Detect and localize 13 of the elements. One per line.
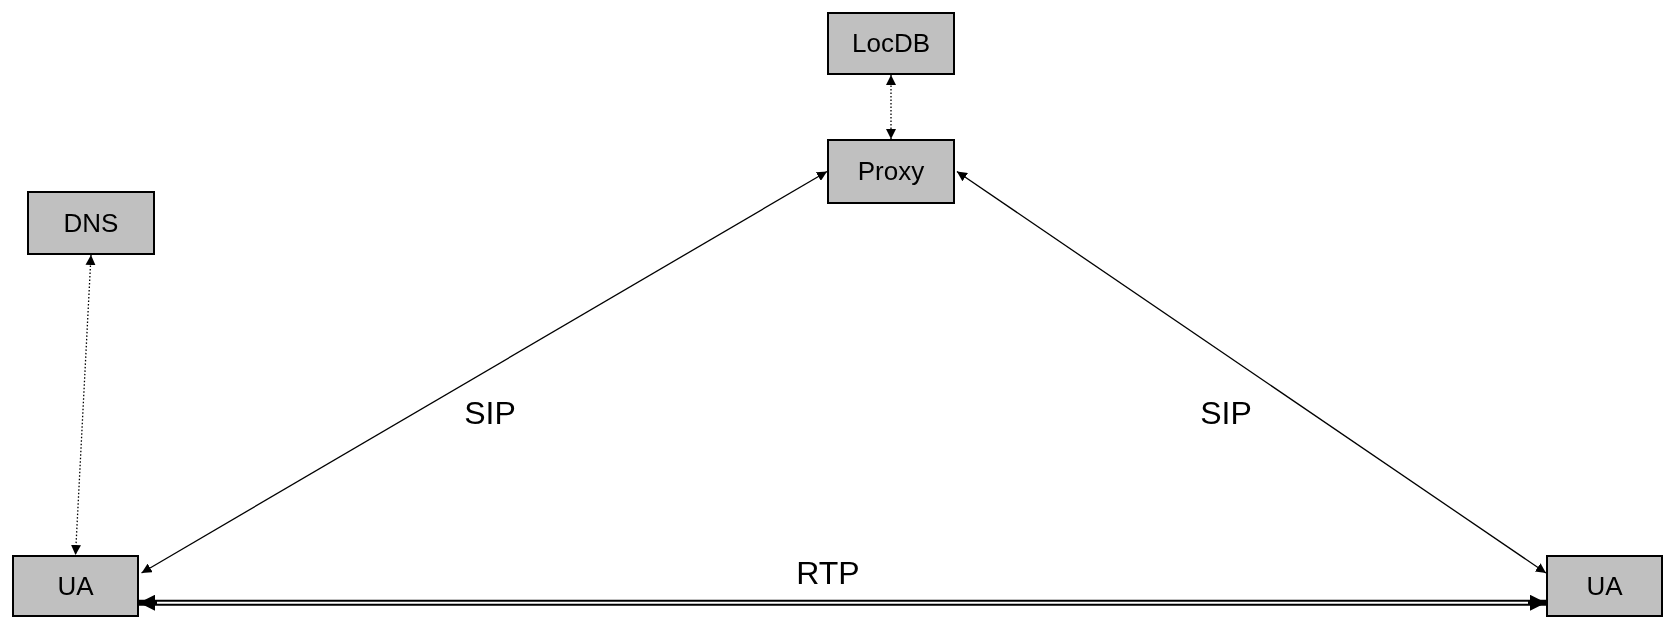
edge-label: RTP <box>796 557 860 589</box>
node-box: DNS <box>27 191 155 255</box>
edge-label: SIP <box>1200 397 1252 429</box>
node-box: UA <box>12 555 139 617</box>
node-box: UA <box>1546 555 1663 617</box>
arrow <box>956 170 1547 574</box>
arrow <box>886 74 896 140</box>
node-box: LocDB <box>827 12 955 75</box>
double-arrow <box>139 594 1546 611</box>
node-box: Proxy <box>827 139 955 204</box>
edge-label: SIP <box>464 397 516 429</box>
arrow <box>140 170 828 574</box>
arrow <box>71 254 96 556</box>
